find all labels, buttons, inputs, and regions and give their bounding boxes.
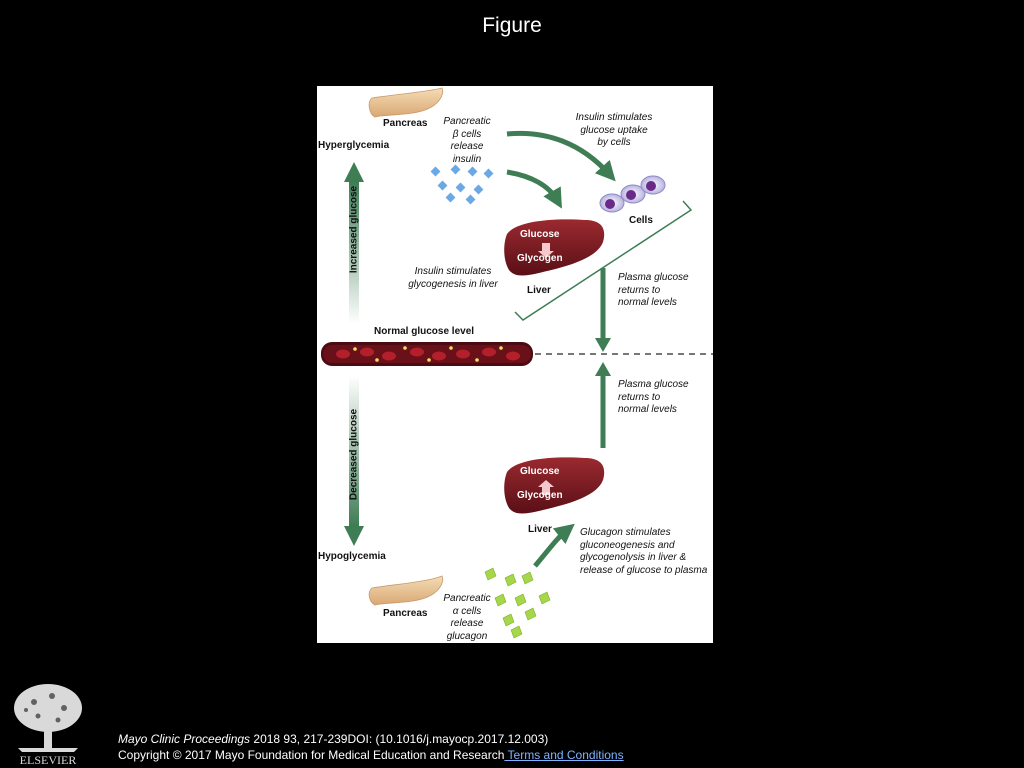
increased-glucose-shaft	[349, 182, 359, 324]
page-title: Figure	[482, 14, 542, 37]
hypoglycemia-label: Hypoglycemia	[318, 551, 386, 562]
glucagon-particles-icon	[484, 567, 551, 639]
elsevier-logo: ELSEVIER	[8, 680, 88, 766]
glucose-regulation-diagram: Pancreas Pancreatic β cells release insu…	[317, 86, 713, 643]
glucagon-to-liver-arrow	[533, 523, 575, 568]
cells-icon	[599, 175, 666, 213]
copyright: Copyright © 2017 Mayo Foundation for Med…	[118, 747, 624, 763]
insulin-uptake-label: Insulin stimulates glucose uptake by cel…	[575, 112, 653, 148]
alpha-cells-label: Pancreatic α cells release glucagon	[443, 593, 491, 642]
plasma-returns-bottom-label: Plasma glucose returns to normal levels	[618, 379, 689, 415]
pancreas-top-label: Pancreas	[383, 118, 428, 129]
liver-top-glucose-label: Glucose	[520, 229, 560, 240]
journal-name: Mayo Clinic Proceedings	[118, 732, 251, 746]
elsevier-wordmark: ELSEVIER	[20, 753, 77, 766]
decreased-glucose-arrowhead	[344, 526, 364, 546]
citation: Mayo Clinic Proceedings 2018 93, 217-239…	[118, 731, 548, 747]
diagram-graphics	[321, 87, 713, 639]
beta-cells-label: Pancreatic β cells release insulin	[443, 116, 491, 165]
copyright-text: Copyright © 2017 Mayo Foundation for Med…	[118, 748, 505, 762]
hyperglycemia-label: Hyperglycemia	[318, 140, 390, 151]
return-up-arrowhead	[595, 362, 611, 376]
liver-bottom-glycogen-label: Glycogen	[517, 490, 563, 501]
glycogenesis-label: Insulin stimulates glycogenesis in liver	[408, 266, 498, 290]
liver-bottom-label: Liver	[528, 524, 552, 535]
blood-vessel-icon	[321, 342, 533, 366]
insulin-particles-icon	[430, 164, 494, 205]
pancreas-bottom-icon	[368, 575, 444, 606]
plasma-returns-top-label: Plasma glucose returns to normal levels	[618, 272, 689, 308]
liver-top-glycogen-label: Glycogen	[517, 253, 563, 264]
liver-bottom-icon	[504, 457, 605, 514]
citation-details: 2018 93, 217-239DOI: (10.1016/j.mayocp.2…	[250, 732, 549, 746]
liver-bottom-glucose-label: Glucose	[520, 466, 560, 477]
insulin-to-liver-arrow	[506, 169, 562, 209]
pancreas-bottom-label: Pancreas	[383, 608, 428, 619]
cells-label: Cells	[629, 215, 653, 226]
bracket-line	[514, 200, 693, 321]
return-down-arrowhead	[595, 338, 611, 352]
normal-glucose-label: Normal glucose level	[374, 326, 475, 337]
liver-top-icon	[504, 219, 605, 276]
increased-glucose-label: Increased glucose	[348, 185, 360, 274]
pancreas-top-icon	[368, 87, 444, 118]
decreased-glucose-label: Decreased glucose	[348, 408, 360, 501]
insulin-to-cells-arrow	[506, 130, 616, 182]
decreased-glucose-shaft	[349, 376, 359, 526]
liver-top-label: Liver	[527, 285, 551, 296]
glucagon-effect-label: Glucagon stimulates gluconeogenesis and …	[580, 527, 708, 576]
increased-glucose-arrowhead	[344, 162, 364, 182]
terms-link[interactable]: Terms and Conditions	[504, 748, 624, 762]
